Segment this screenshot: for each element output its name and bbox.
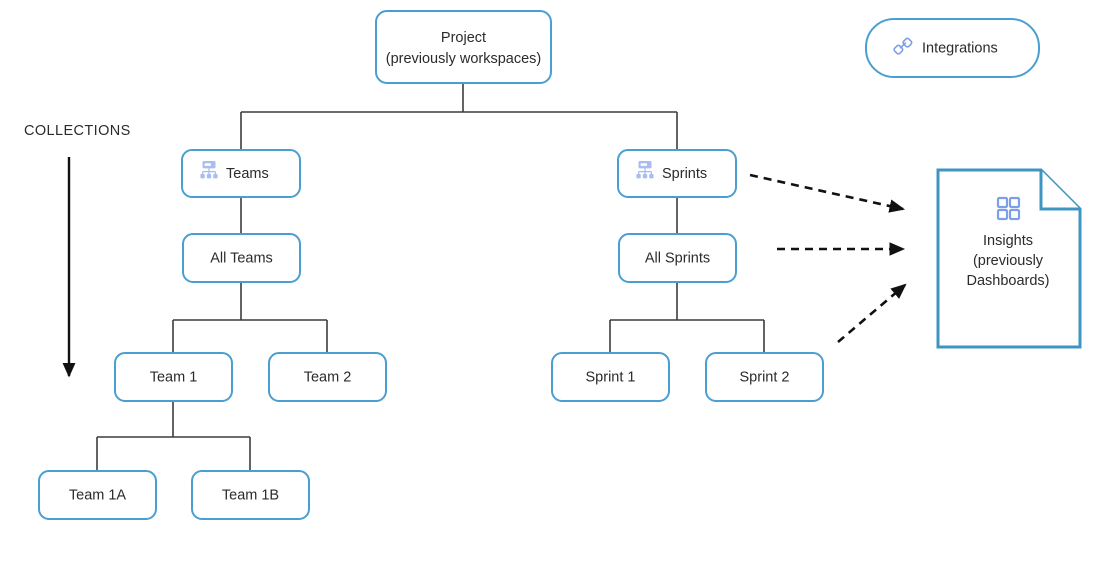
dashed-arrow-sprint2-to-insights	[837, 283, 907, 343]
node-team-1-box[interactable]	[114, 352, 233, 402]
node-integrations-label: Integrations	[922, 40, 998, 56]
node-team-2-label: Team 2	[304, 369, 352, 385]
node-sprint-1-label: Sprint 1	[586, 369, 636, 385]
node-team-1-label: Team 1	[150, 369, 198, 385]
insights-dashed-arrows	[749, 173, 907, 343]
node-sprint-2[interactable]: Sprint 2	[705, 352, 824, 402]
node-insights-label-line3: Dashboards)	[966, 273, 1049, 289]
node-all-sprints[interactable]: All Sprints	[618, 233, 737, 283]
node-project-label-line1: Project	[441, 30, 486, 46]
node-team-2-box[interactable]	[268, 352, 387, 402]
node-sprint-1[interactable]: Sprint 1	[551, 352, 670, 402]
node-sprints-label: Sprints	[662, 166, 707, 182]
node-all-teams[interactable]: All Teams	[182, 233, 301, 283]
collections-label: COLLECTIONS	[24, 123, 131, 139]
node-project-label-line2: (previously workspaces)	[386, 51, 542, 67]
node-insights[interactable]: Insights (previously Dashboards)	[936, 168, 1082, 349]
node-insights-label-line1: Insights	[983, 233, 1033, 249]
dashboard-grid-icon	[996, 196, 1021, 221]
node-integrations[interactable]: Integrations	[865, 18, 1040, 78]
node-sprint-2-box[interactable]	[705, 352, 824, 402]
node-sprints[interactable]: Sprints	[617, 149, 737, 198]
node-insights-folded-corner	[1039, 170, 1080, 211]
node-project[interactable]: Project (previously workspaces)	[375, 10, 552, 84]
node-team-1a[interactable]: Team 1A	[38, 470, 157, 520]
node-insights-label-line2: (previously	[973, 253, 1044, 269]
node-integrations-box[interactable]	[865, 18, 1040, 78]
node-team-2[interactable]: Team 2	[268, 352, 387, 402]
node-all-sprints-box[interactable]	[618, 233, 737, 283]
link-chain-icon	[893, 37, 913, 55]
node-teams[interactable]: Teams	[181, 149, 301, 198]
org-chart-icon	[200, 161, 218, 179]
node-teams-label: Teams	[226, 166, 269, 182]
node-all-teams-box[interactable]	[182, 233, 301, 283]
node-team-1b-label: Team 1B	[222, 487, 279, 503]
node-all-sprints-label: All Sprints	[645, 250, 710, 266]
node-all-teams-label: All Teams	[210, 250, 273, 266]
node-team-1a-box[interactable]	[38, 470, 157, 520]
dashed-arrow-sprints-to-insights	[749, 173, 906, 213]
node-sprint-1-box[interactable]	[551, 352, 670, 402]
org-chart-icon	[636, 161, 654, 179]
node-team-1a-label: Team 1A	[69, 487, 127, 503]
node-team-1b[interactable]: Team 1B	[191, 470, 310, 520]
node-insights-document-shape[interactable]	[936, 168, 1082, 349]
connector-lines	[96, 83, 765, 471]
node-project-box[interactable]	[375, 10, 552, 84]
node-team-1b-box[interactable]	[191, 470, 310, 520]
node-sprint-2-label: Sprint 2	[740, 369, 790, 385]
node-team-1[interactable]: Team 1	[114, 352, 233, 402]
